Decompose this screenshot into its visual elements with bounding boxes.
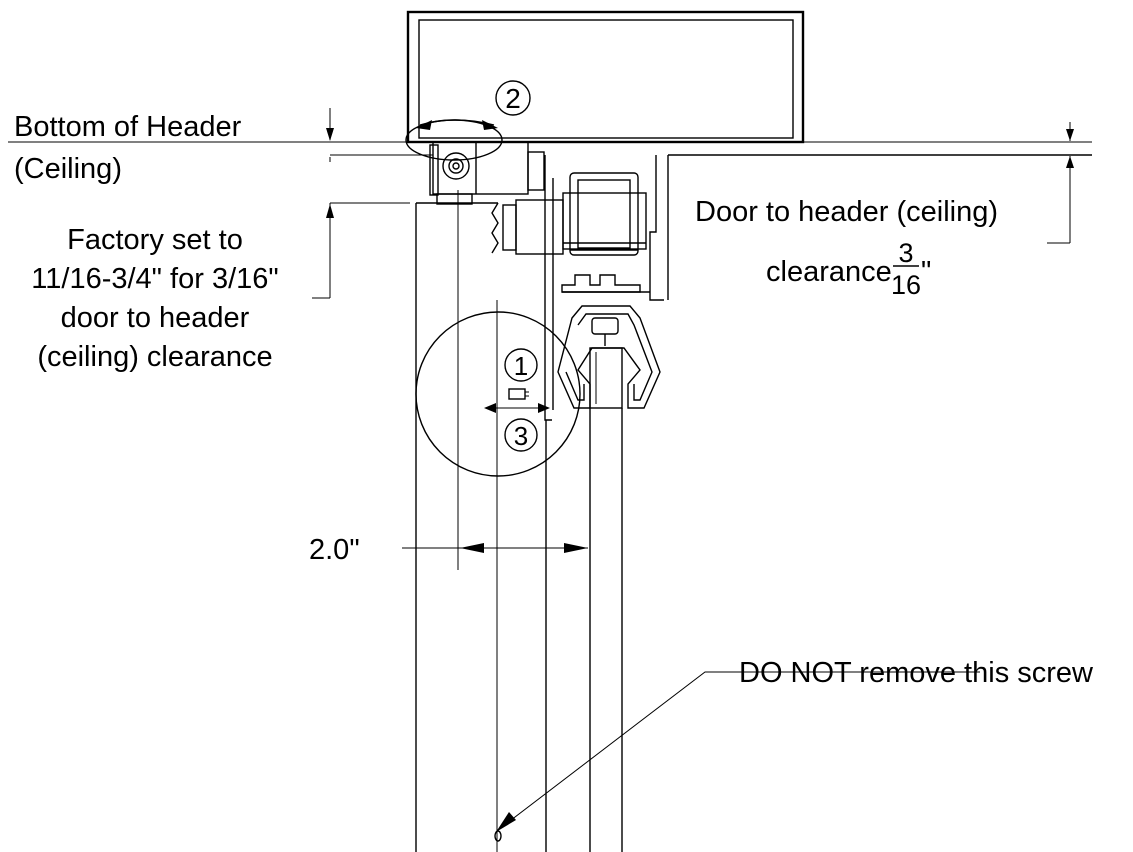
clearance-fraction: 3 16 " <box>891 238 931 300</box>
ceiling-label: (Ceiling) <box>14 153 122 185</box>
callout-2-number: 2 <box>505 83 521 114</box>
adjustment-ellipse <box>405 119 503 161</box>
width-dimension <box>402 543 588 553</box>
fixed-panel <box>415 190 547 852</box>
factory-set-dimension <box>312 202 410 299</box>
callout-2: 2 <box>495 80 531 116</box>
bottom-of-header-label: Bottom of Header <box>14 111 242 143</box>
factory-set-line-1: Factory set to <box>67 224 243 256</box>
callout-3: 3 <box>504 418 538 452</box>
header-box <box>406 10 805 144</box>
callout-3-number: 3 <box>514 421 528 451</box>
glass-door-panel <box>589 347 623 852</box>
ceiling-line <box>8 141 1092 156</box>
width-dimension-label: 2.0" <box>309 534 360 566</box>
fraction-numerator: 3 <box>898 238 913 268</box>
header-dimension-arrow-left <box>326 108 334 162</box>
screw-leader <box>494 671 980 842</box>
factory-set-line-3: door to header <box>61 302 250 334</box>
inch-mark: " <box>921 256 931 288</box>
pivot-bracket <box>429 141 545 205</box>
do-not-remove-label: DO NOT remove this screw <box>739 657 1094 689</box>
fraction-denominator: 16 <box>891 270 921 300</box>
callout-1-number: 1 <box>514 351 528 381</box>
door-header-clearance-dimension <box>1047 122 1074 244</box>
factory-set-line-2: 11/16-3/4" for 3/16" <box>31 263 278 295</box>
factory-set-line-4: (ceiling) clearance <box>37 341 272 373</box>
door-to-header-label: Door to header (ceiling) <box>695 196 998 228</box>
track-profile <box>502 154 1092 421</box>
callout-1: 1 <box>504 348 538 382</box>
clearance-label: clearance <box>766 256 892 288</box>
detail-circle <box>415 311 581 477</box>
